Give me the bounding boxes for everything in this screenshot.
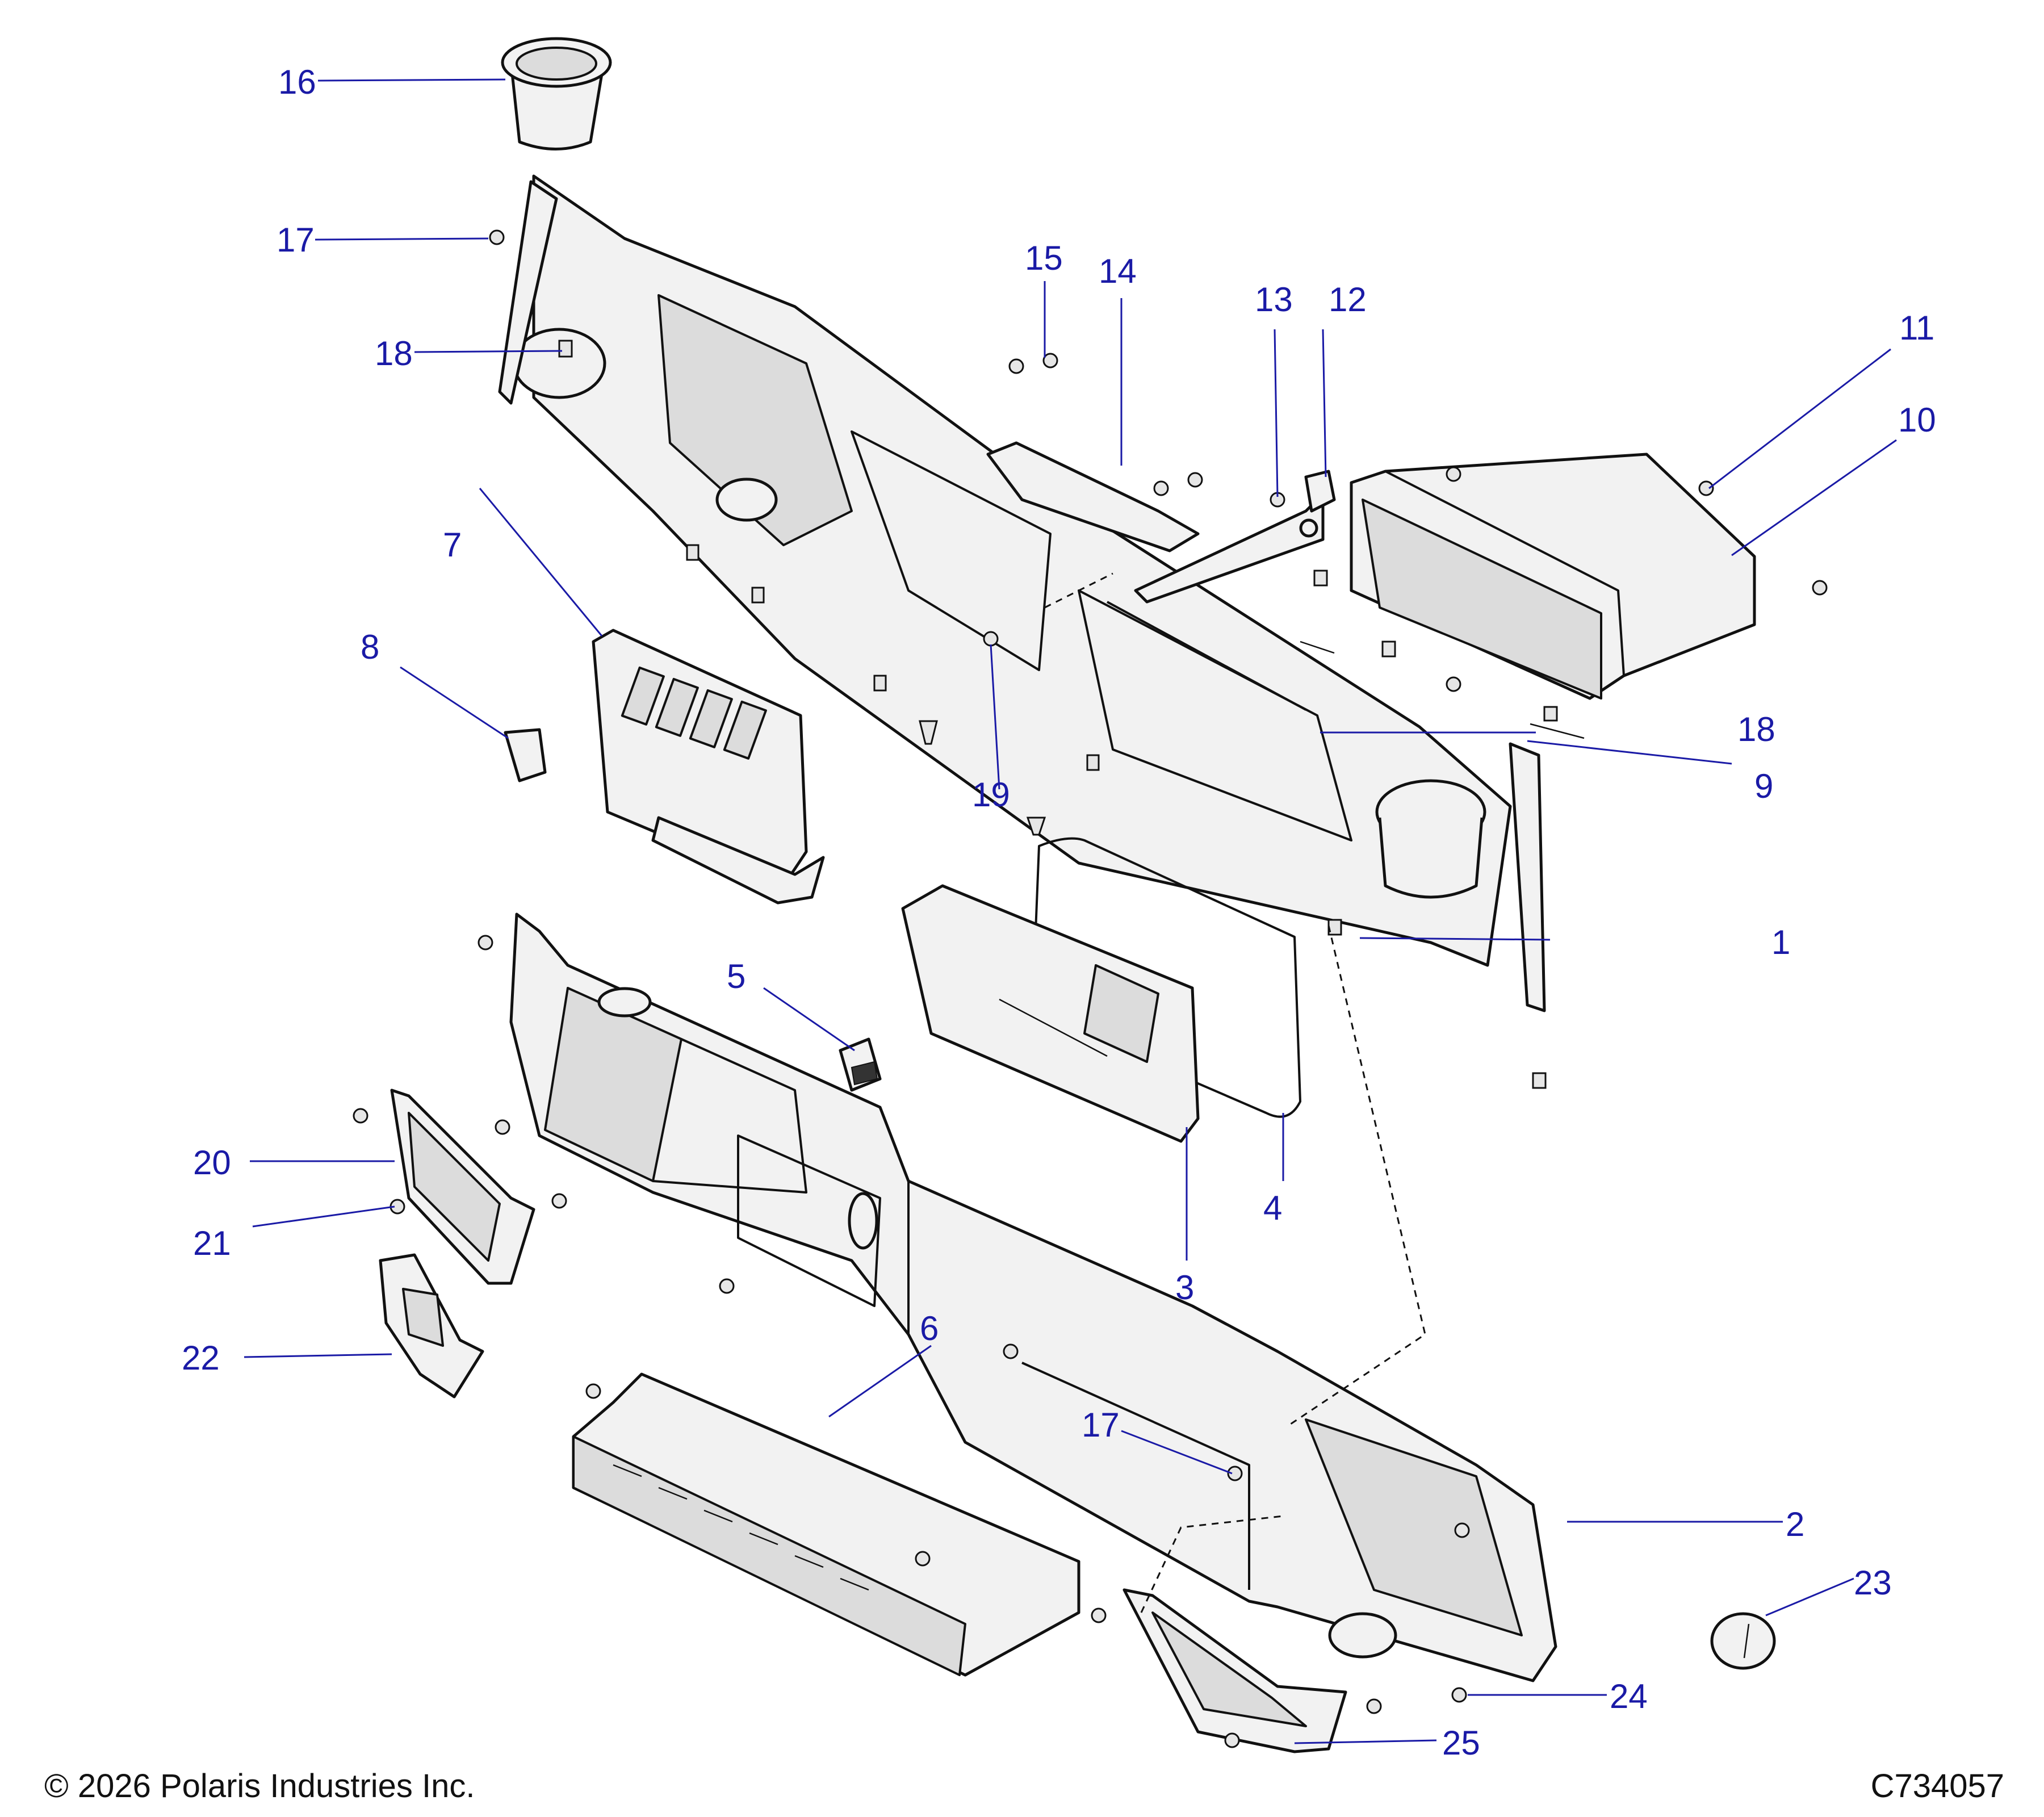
callout-17-lower: 17 bbox=[1082, 1406, 1120, 1444]
callout-21: 21 bbox=[193, 1224, 231, 1262]
callout-17-upper: 17 bbox=[277, 221, 315, 259]
callout-1: 1 bbox=[1771, 923, 1790, 961]
part-16-cup-holder bbox=[501, 37, 612, 150]
part-5-latch bbox=[839, 1037, 882, 1092]
callout-10: 10 bbox=[1898, 401, 1936, 439]
part-3-glovebox-door bbox=[901, 884, 1200, 1143]
callout-18-upper: 18 bbox=[375, 334, 413, 372]
callout-22: 22 bbox=[182, 1339, 220, 1377]
part-7-switch-panel bbox=[592, 629, 825, 905]
part-22-trim-ring bbox=[379, 1253, 484, 1399]
callout-9: 9 bbox=[1754, 767, 1773, 805]
callout-15: 15 bbox=[1025, 239, 1063, 277]
copyright-notice: © 2026 Polaris Industries Inc. bbox=[44, 1768, 475, 1805]
callout-12: 12 bbox=[1329, 280, 1367, 319]
callout-3: 3 bbox=[1175, 1268, 1194, 1307]
callout-16: 16 bbox=[278, 63, 316, 101]
figure-id: C734057 bbox=[1870, 1768, 2004, 1805]
callout-4: 4 bbox=[1263, 1189, 1282, 1227]
callout-20: 20 bbox=[193, 1144, 231, 1182]
callout-6: 6 bbox=[920, 1309, 939, 1347]
fasteners bbox=[353, 229, 1828, 1748]
assembly-reference-lines bbox=[1044, 572, 1426, 1613]
part-12-bracket bbox=[1134, 470, 1336, 604]
part-6-storage-box bbox=[572, 1372, 1080, 1677]
callout-23: 23 bbox=[1854, 1564, 1892, 1602]
callout-7: 7 bbox=[443, 526, 462, 564]
part-23-cap bbox=[1710, 1612, 1776, 1670]
callout-24: 24 bbox=[1610, 1677, 1648, 1715]
callout-19: 19 bbox=[972, 776, 1010, 814]
callout-2: 2 bbox=[1786, 1505, 1804, 1543]
part-20-left-grille bbox=[390, 1088, 535, 1285]
callout-25: 25 bbox=[1442, 1724, 1480, 1762]
part-10-display-housing bbox=[1350, 453, 1756, 700]
callout-11: 11 bbox=[1899, 309, 1934, 347]
callout-5: 5 bbox=[727, 957, 745, 995]
callout-labels: 16 17 15 14 13 12 11 10 18 7 8 18 9 19 1… bbox=[182, 63, 1936, 1762]
callout-14: 14 bbox=[1099, 252, 1137, 290]
callout-13: 13 bbox=[1255, 280, 1293, 319]
callout-18-lower: 18 bbox=[1737, 710, 1775, 748]
part-8-clip bbox=[504, 728, 547, 782]
part-2-lower-dash bbox=[509, 912, 1557, 1682]
leader-lines bbox=[244, 78, 1897, 1744]
callout-8: 8 bbox=[361, 628, 379, 666]
part-25-right-grille bbox=[1122, 1588, 1347, 1753]
part-14-plate bbox=[986, 441, 1200, 552]
part-1-upper-dash bbox=[498, 174, 1546, 1012]
